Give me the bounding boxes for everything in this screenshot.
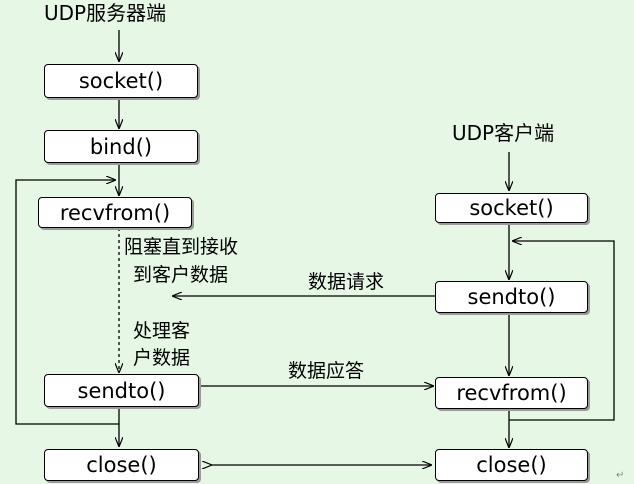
server-sendto-box: sendto(): [44, 374, 199, 407]
return-mark-icon: ↵: [616, 470, 625, 481]
client-socket-box: socket(): [435, 193, 588, 223]
client-loop-line: [509, 241, 615, 421]
client-title: UDP客户端: [452, 121, 555, 145]
response-label: 数据应答: [288, 360, 365, 382]
process-note-line1: 处理客: [133, 320, 191, 342]
block-note-line2: 到客户数据: [133, 264, 229, 286]
server-recvfrom-box: recvfrom(): [38, 197, 192, 228]
process-note-line2: 户数据: [133, 347, 191, 369]
request-label: 数据请求: [308, 271, 385, 293]
server-bind-box: bind(): [44, 130, 198, 163]
client-sendto-box: sendto(): [435, 281, 588, 313]
client-recvfrom-box: recvfrom(): [435, 377, 588, 409]
server-socket-box: socket(): [44, 64, 198, 98]
server-loop-line: [15, 180, 119, 425]
server-title: UDP服务器端: [44, 1, 167, 25]
client-close-box: close(): [435, 449, 588, 481]
block-note-line1: 阻塞直到接收: [124, 236, 239, 258]
server-close-box: close(): [44, 449, 199, 481]
